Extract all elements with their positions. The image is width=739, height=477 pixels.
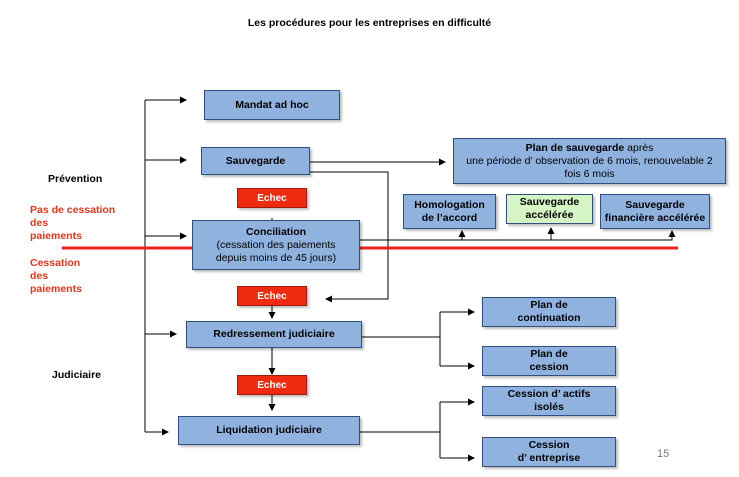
box-echec-1: Echec [237,188,307,208]
box-echec-2: Echec [237,286,307,306]
box-plan-cession: Plan de cession [482,346,616,376]
page-number: 15 [657,448,670,460]
box-redressement-judiciaire: Redressement judiciaire [186,321,362,348]
label-judiciaire: Judiciaire [52,369,102,381]
box-cession-actifs: Cession d’ actifs isolés [482,386,616,416]
arrow-to-sauv-fin [360,230,676,241]
box-plan-sauvegarde: Plan de sauvegarde après une période d’ … [453,138,726,184]
box-conciliation: Conciliation (cessation des paiements de… [192,220,360,270]
box-homologation: Homologation de l’accord [403,194,496,229]
box-liquidation-judiciaire: Liquidation judiciaire [178,416,360,445]
label-prevention: Prévention [48,173,103,185]
page-title: Les procédures pour les entreprises en d… [247,17,492,29]
box-sauvegarde-financiere: Sauvegarde financière accélérée [600,194,710,229]
box-sauvegarde: Sauvegarde [201,147,310,175]
box-echec-3: Echec [237,375,307,395]
label-cessation: Cessation des paiements [30,257,82,295]
box-cession-entreprise: Cession d’ entreprise [482,437,616,467]
box-plan-continuation: Plan de continuation [482,297,616,327]
label-pas-cessation: Pas de cessation des paiements [30,204,116,242]
box-sauvegarde-acceleree: Sauvegarde accélérée [506,194,593,224]
arrow-sauvegarde-to-echec2 [310,171,389,303]
box-mandat-ad-hoc: Mandat ad hoc [204,90,340,120]
